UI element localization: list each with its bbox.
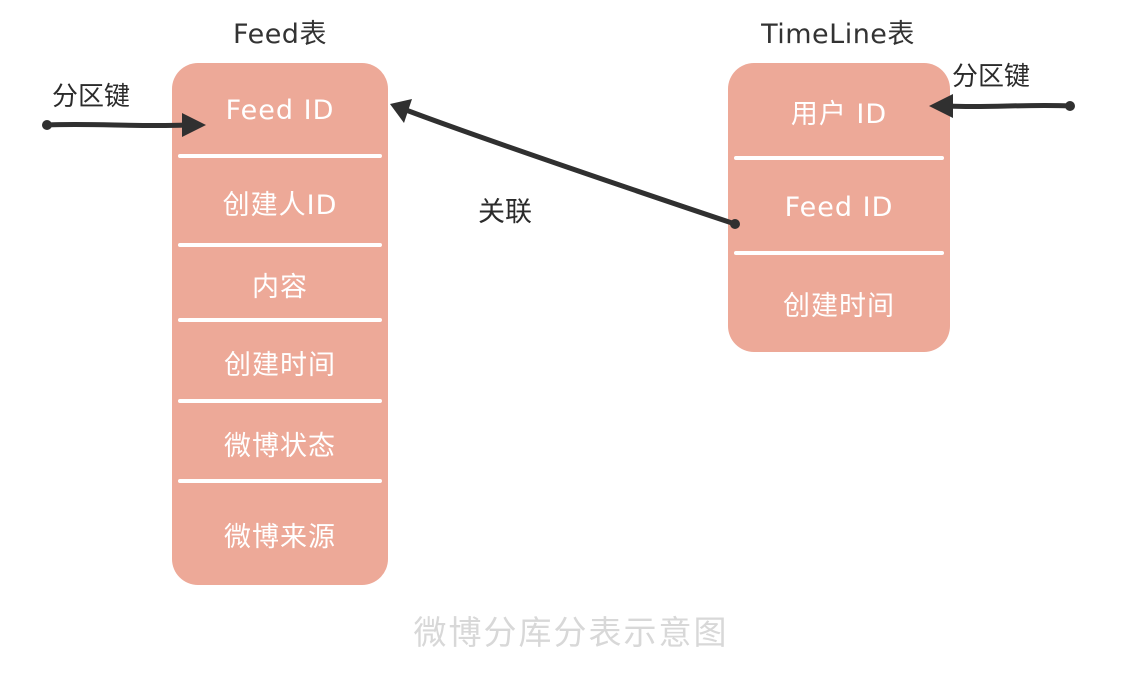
timeline-table-row-feed-id: Feed ID <box>728 160 950 255</box>
timeline-table-row-create-time: 创建时间 <box>783 291 895 322</box>
timeline-table-title: TimeLine表 <box>761 19 915 50</box>
feed-table-row-creator-id: 创建人ID <box>172 158 388 247</box>
feed-table-row-weibo-status: 微博状态 <box>172 403 388 483</box>
feed-table-title: Feed表 <box>233 19 327 50</box>
partition-key-arrow-right <box>929 94 1075 118</box>
timeline-table-row-user-id: 用户 ID <box>728 63 950 160</box>
relation-label: 关联 <box>478 197 532 228</box>
feed-table-row-feed-id: Feed ID <box>172 63 388 158</box>
partition-key-label-left: 分区键 <box>52 82 131 112</box>
partition-key-label-right: 分区键 <box>952 62 1031 92</box>
timeline-table: 用户 ID Feed ID 创建时间 <box>728 63 950 352</box>
relation-arrow <box>390 99 740 229</box>
feed-table-row-create-time: 创建时间 <box>172 322 388 403</box>
feed-table-row-weibo-source: 微博来源 <box>224 521 336 553</box>
feed-table: Feed ID 创建人ID 内容 创建时间 微博状态 微博来源 <box>172 63 388 585</box>
feed-table-row-content: 内容 <box>172 247 388 322</box>
diagram-caption: 微博分库分表示意图 <box>413 613 729 652</box>
